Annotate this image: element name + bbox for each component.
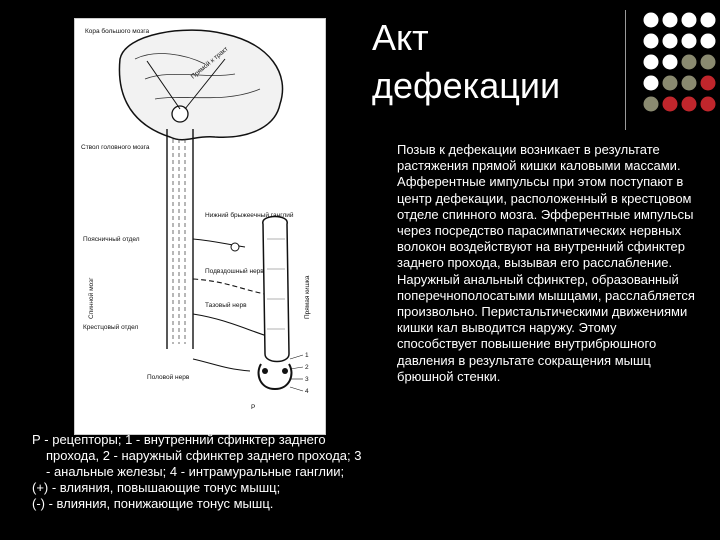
label-brainstem: Ствол головного мозга [81,144,150,151]
decor-dot [662,54,678,70]
label-n4: 4 [305,388,309,395]
decor-dot [681,12,697,28]
label-n3: 3 [305,376,309,383]
label-rectum: Прямая кишка [304,275,311,319]
decor-dot [643,33,659,49]
label-lumbar: Поясничный отдел [83,235,140,243]
anal-sphincter [257,363,293,391]
spinal-cord [166,129,194,349]
title-line-1: Акт [372,17,429,58]
decor-dot [700,75,716,91]
label-cortex: Кора большого мозга [85,27,150,35]
label-pelvic: Тазовый нерв [205,301,247,309]
decor-dot [681,33,697,49]
brain-shape [118,29,284,141]
decor-dot [662,96,678,112]
title-divider [625,10,626,130]
decor-dot [662,75,678,91]
decor-dot [643,96,659,112]
decor-dot [643,75,659,91]
decor-dot [700,33,716,49]
diagram-svg: Кора большого мозга Прямой к тракт Ствол… [81,27,311,411]
decor-dot [643,12,659,28]
decor-dot [681,75,697,91]
label-spinal-cord: Спинной мозг [87,277,95,319]
decor-dot [662,33,678,49]
title-line-2: дефекации [372,65,561,106]
label-hypogastric: Подвздошный нерв [205,267,264,275]
decor-dot [700,54,716,70]
label-ganglion: Нижний брыжеечный ганглий [205,211,294,219]
label-pudendal: Половой нерв [147,373,190,381]
decor-dot [643,54,659,70]
label-n2: 2 [305,364,309,371]
decor-dot [681,96,697,112]
ganglion-node [230,242,240,252]
decor-dot [700,12,716,28]
label-n1: 1 [305,352,309,359]
figure-legend: Р - рецепторы; 1 - внутренний сфинктер з… [32,432,362,512]
cortex-neuron [171,105,189,123]
defecation-reflex-diagram: Кора большого мозга Прямой к тракт Ствол… [74,18,326,435]
decor-dot [681,54,697,70]
slide-body-text: Позыв к дефекации возникает в результате… [397,142,695,384]
legend-line-2: (+) - влияния, повышающие тонус мышц; [32,480,281,495]
decor-dot [662,12,678,28]
decorative-dot-grid [643,12,716,112]
label-receptor: P [251,404,255,411]
rectum-shape [262,215,290,363]
decor-dot [700,96,716,112]
label-sacral: Крестцовый отдел [83,323,138,331]
legend-line-1: Р - рецепторы; 1 - внутренний сфинктер з… [32,432,362,479]
legend-line-3: (-) - влияния, понижающие тонус мышц. [32,496,274,511]
slide-title: Акт дефекации [372,14,560,110]
